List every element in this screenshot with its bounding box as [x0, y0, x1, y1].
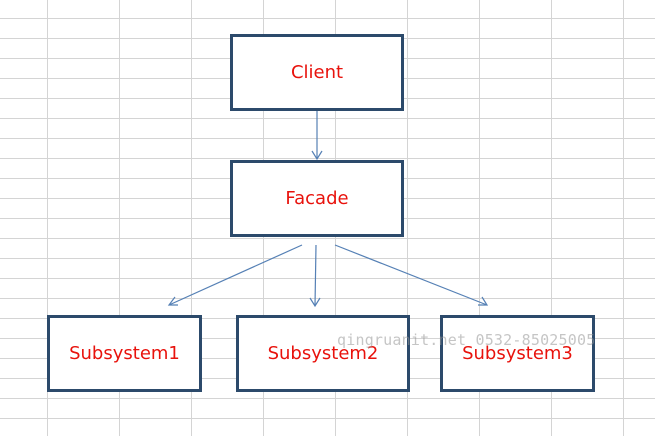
subsystem3-node: Subsystem3: [440, 315, 595, 392]
subsystem1-node: Subsystem1: [47, 315, 202, 392]
subsystem2-label: Subsystem2: [267, 343, 379, 364]
client-node: Client: [230, 34, 404, 111]
edge-facade-subsystem3: [334, 244, 488, 306]
arrowhead-subsystem1: [167, 296, 178, 306]
arrowhead-subsystem3: [478, 296, 489, 306]
watermark-text: qingruanit.net 0532-85025005: [337, 331, 596, 349]
facade-label: Facade: [285, 188, 349, 209]
edge-facade-subsystem1: [168, 244, 303, 306]
arrowhead-facade: [311, 150, 323, 161]
subsystem3-label: Subsystem3: [462, 343, 573, 364]
client-label: Client: [290, 62, 344, 83]
subsystem1-label: Subsystem1: [69, 343, 180, 364]
facade-node: Facade: [230, 160, 404, 237]
edge-facade-subsystem2: [314, 244, 317, 307]
arrowhead-subsystem2: [309, 297, 321, 308]
subsystem2-node: Subsystem2: [236, 315, 410, 392]
